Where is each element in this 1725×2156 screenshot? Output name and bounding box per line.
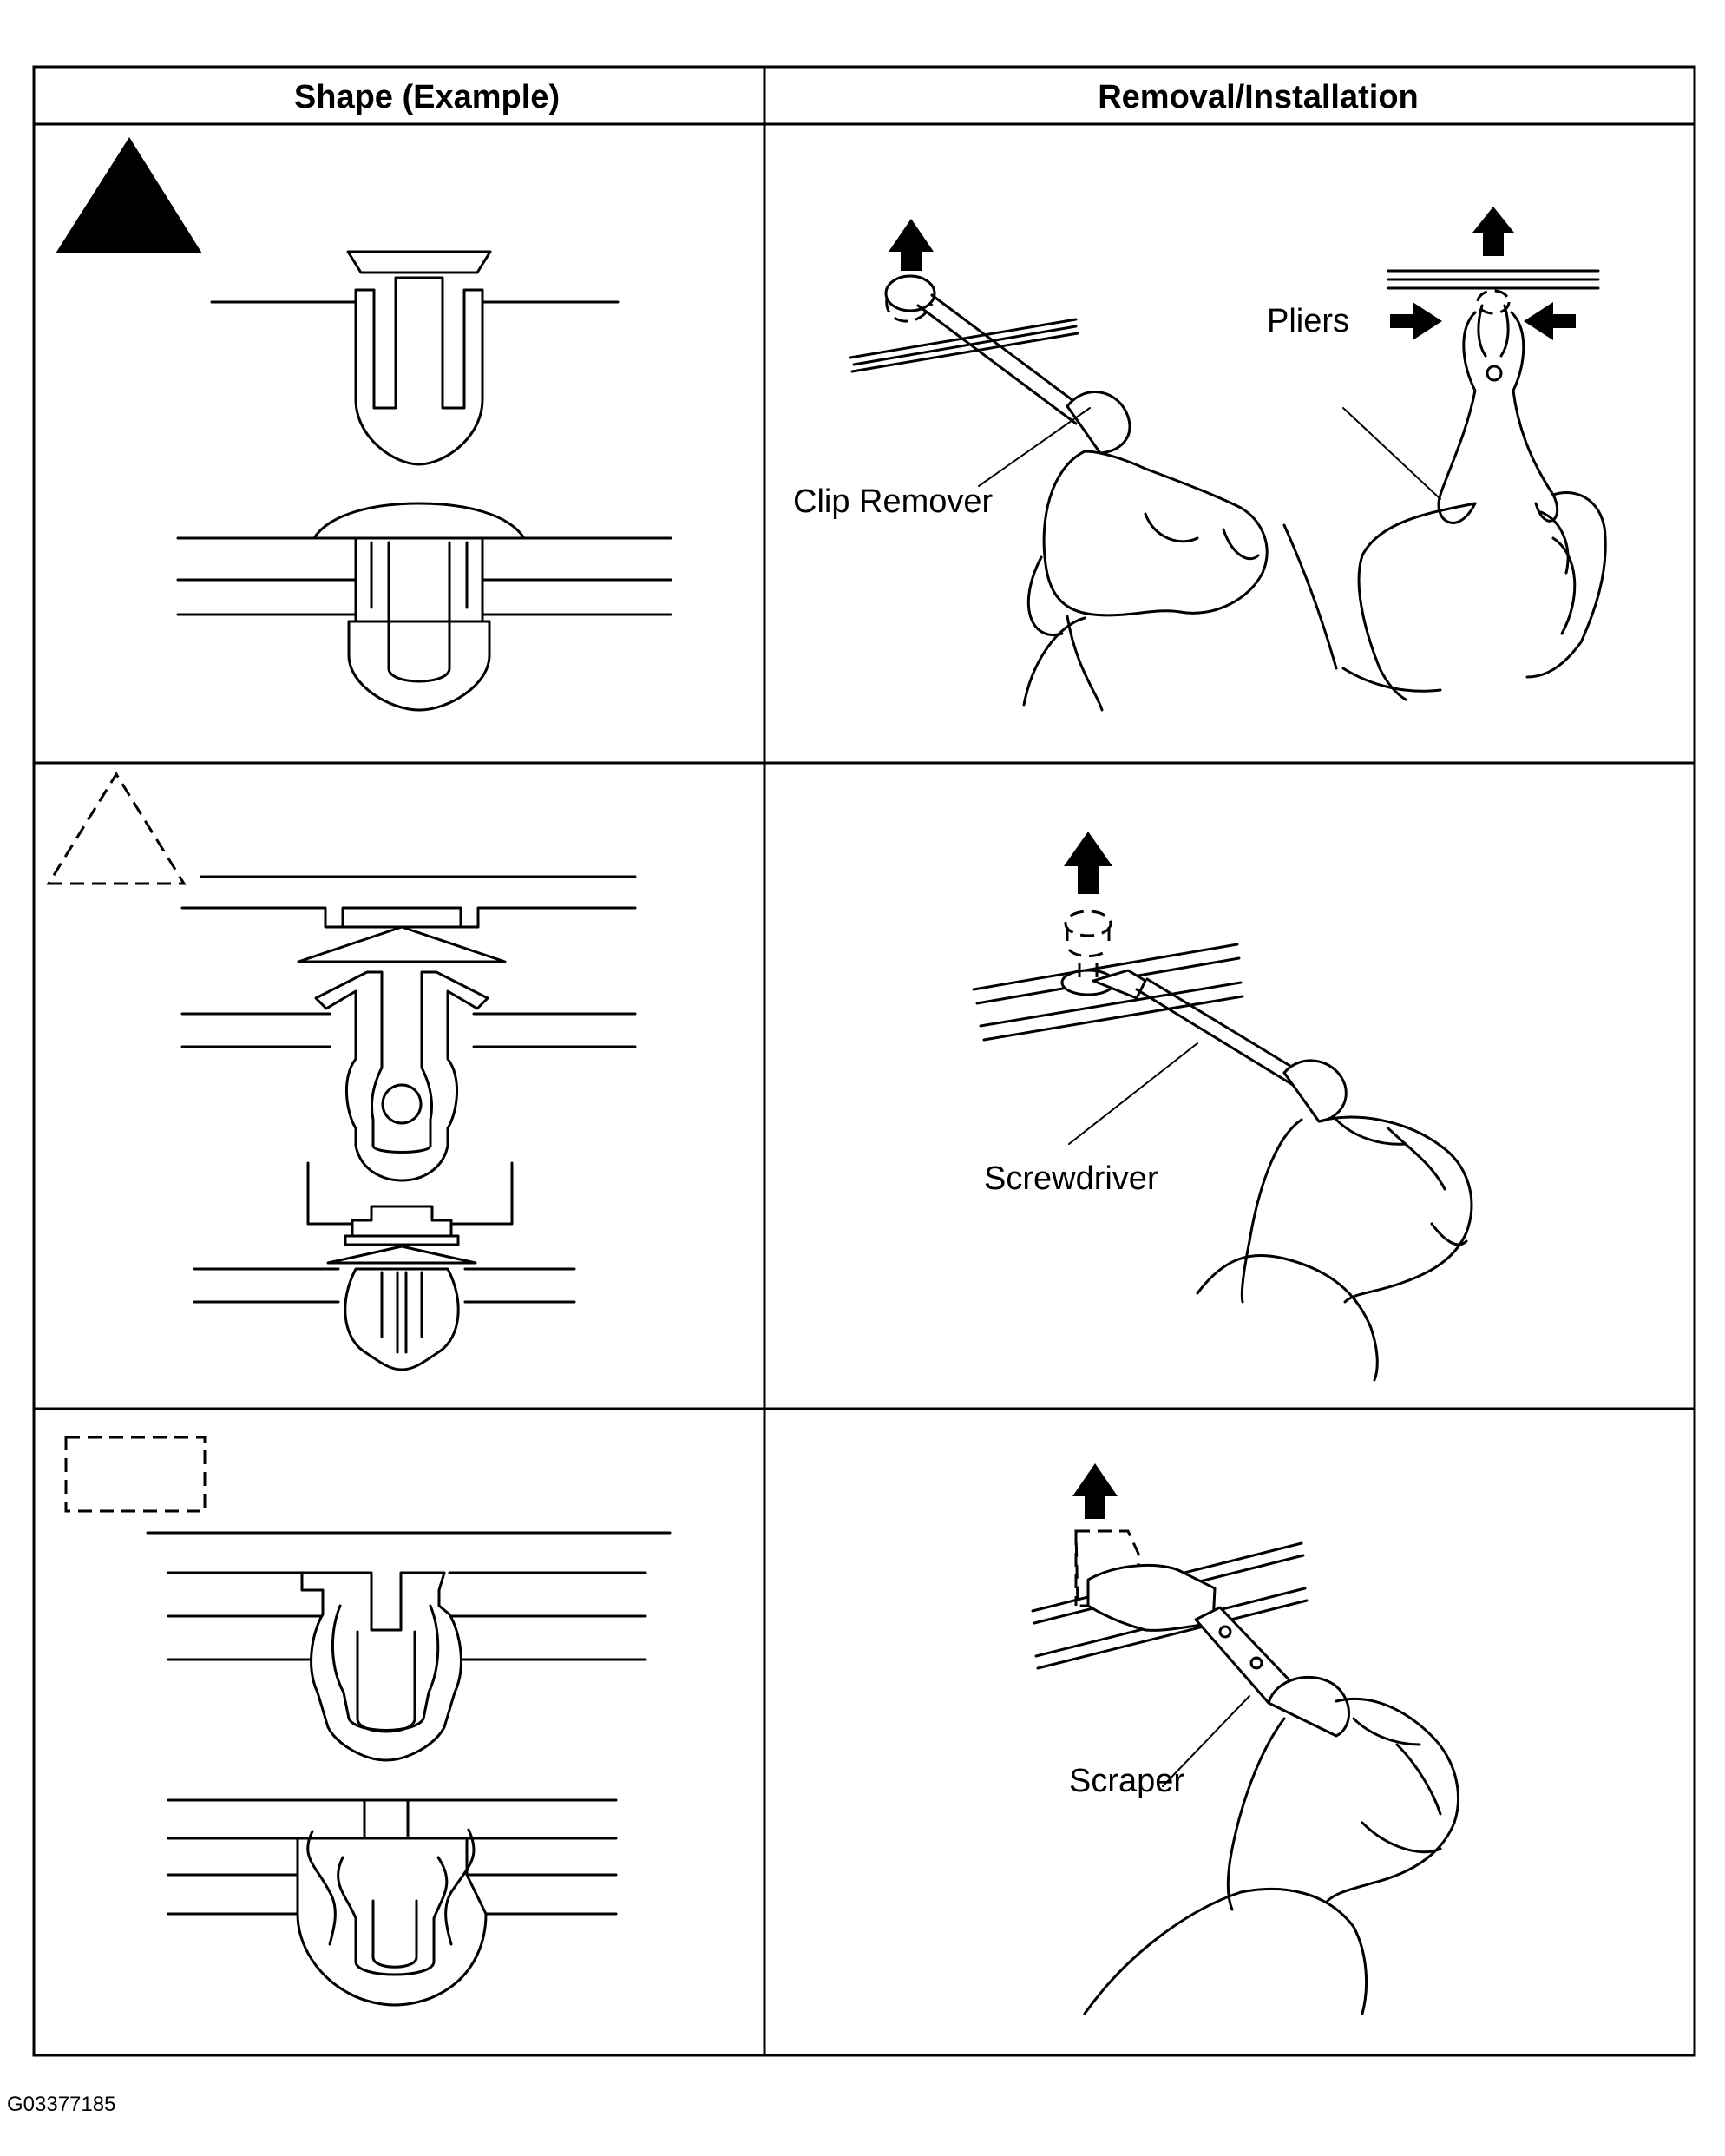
- arrow-up-icon: [1472, 207, 1514, 256]
- header-removal-installation: Removal/Installation: [1098, 79, 1419, 115]
- label-clip-remover: Clip Remover: [793, 483, 994, 520]
- arrow-up-icon: [889, 219, 934, 271]
- header-shape-example: Shape (Example): [294, 79, 560, 115]
- solid-triangle-icon: [56, 137, 202, 253]
- arrow-left-icon: [1524, 302, 1576, 340]
- arrow-up-icon: [1072, 1463, 1118, 1519]
- dashed-triangle-icon: [46, 772, 187, 885]
- row2-shape-illustration: [46, 772, 637, 1371]
- row2-removal-illustration: [972, 832, 1473, 1382]
- figure-code: G03377185: [7, 2093, 115, 2116]
- row3-removal-illustration: [1031, 1463, 1459, 2015]
- label-screwdriver: Screwdriver: [984, 1160, 1158, 1197]
- arrow-right-icon: [1390, 302, 1442, 340]
- dashed-rectangle-icon: [64, 1436, 207, 1513]
- table-grid: [32, 65, 1696, 2057]
- label-pliers: Pliers: [1267, 303, 1349, 339]
- label-scraper: Scraper: [1069, 1763, 1184, 1799]
- row1-shape-illustration: [56, 137, 672, 712]
- row3-shape-illustration: [64, 1436, 672, 2007]
- row1-removal-illustration: [849, 207, 1607, 712]
- arrow-up-icon: [1064, 832, 1112, 894]
